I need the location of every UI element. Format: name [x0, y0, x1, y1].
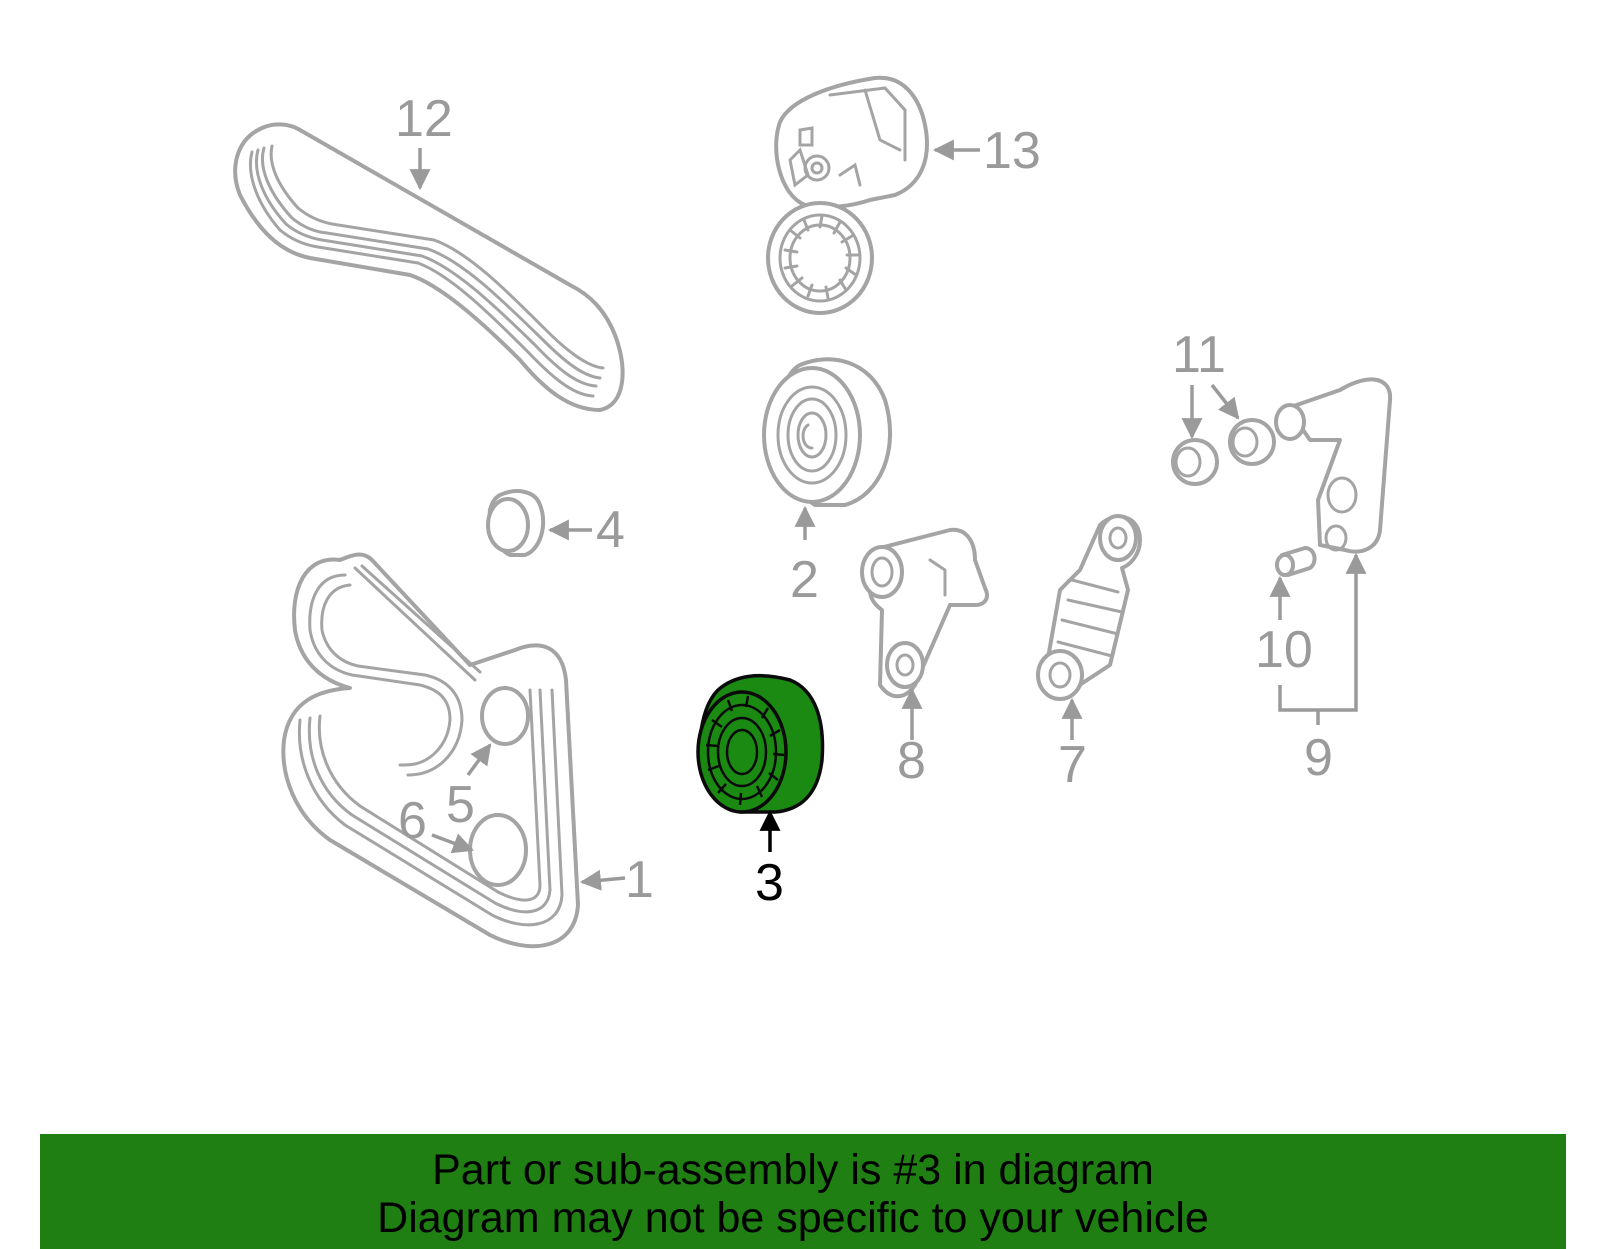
callout-label-9: 9 [1304, 729, 1333, 787]
tensioner-part-13[interactable] [766, 75, 929, 315]
callout-label-3: 3 [755, 854, 784, 912]
callout-label-7: 7 [1058, 736, 1087, 794]
callout-label-6: 6 [398, 792, 427, 850]
callout-label-5: 5 [446, 776, 475, 834]
callout-label-2: 2 [790, 551, 819, 609]
callout-arrow-5 [466, 743, 492, 777]
idler-pulley-part-3-highlighted[interactable] [696, 673, 825, 814]
callout-label-12: 12 [395, 90, 453, 148]
bracket-part-8[interactable] [860, 527, 989, 699]
callout-label-11: 11 [1172, 326, 1226, 384]
belt-upper-part-12[interactable] [233, 122, 625, 412]
cap-part-4[interactable] [486, 489, 546, 557]
callout-arrow-11b [1210, 383, 1240, 420]
bracket-part-9[interactable] [1274, 377, 1393, 554]
info-banner: Part or sub-assembly is #3 in diagram Di… [40, 1134, 1566, 1249]
bolt-part-10[interactable] [1275, 546, 1317, 577]
callout-label-4: 4 [596, 501, 625, 559]
callout-label-1: 1 [625, 851, 654, 909]
callout-arrow-1 [579, 869, 626, 891]
pulley-part-6[interactable] [468, 813, 528, 887]
callout-label-8: 8 [897, 732, 926, 790]
callout-arrow-6 [431, 833, 474, 854]
callout-label-13: 13 [983, 122, 1041, 180]
bushings-part-11[interactable] [1171, 418, 1276, 486]
idler-pulley-part-2[interactable] [762, 357, 892, 507]
banner-part-note: Part or sub-assembly is #3 in diagram [432, 1146, 1154, 1194]
callout-label-10: 10 [1255, 621, 1313, 679]
damper-part-7[interactable] [1036, 514, 1142, 701]
belt-lower-part-1[interactable] [281, 552, 580, 949]
pulley-part-5[interactable] [480, 686, 530, 746]
banner-disclaimer: Diagram may not be specific to your vehi… [377, 1194, 1209, 1242]
